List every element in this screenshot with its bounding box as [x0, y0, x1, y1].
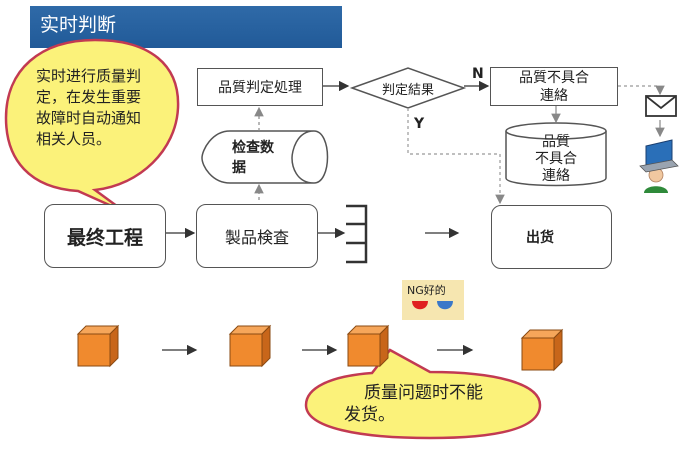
product-cube-3: [346, 324, 390, 368]
nonconformity-notice-box: 品質不具合 連絡: [490, 67, 618, 106]
shipment-box: 出货: [491, 205, 612, 269]
callout-bottom-text: 质量问题时不能 发货。: [344, 383, 483, 425]
ng-legend-box: [402, 280, 464, 320]
nonconformity-db-label: 品質 不具合 連絡: [535, 134, 577, 184]
email-icon: [645, 95, 677, 117]
judgment-process-box: 品質判定処理: [197, 68, 323, 106]
product-cube-4: [520, 328, 564, 372]
nonconformity-db-cylinder: [505, 122, 607, 187]
ng-red-dot: [412, 301, 428, 310]
product-inspection-box: 製品検査: [196, 204, 318, 268]
product-cube-2: [228, 324, 272, 368]
product-cube-1: [76, 324, 120, 368]
ok-blue-dot: [437, 301, 453, 310]
decision-diamond: [349, 67, 467, 109]
ng-legend-label: NG好的: [407, 284, 446, 297]
callout-bubble-top: [4, 38, 180, 214]
decision-no-label: N: [472, 66, 484, 82]
queue-bracket: [346, 204, 368, 264]
callout-bubble-bottom: [304, 348, 542, 440]
decision-yes-label: Y: [414, 116, 425, 132]
final-process-box: 最终工程: [44, 204, 166, 268]
inspection-data-label: 检查数 据: [232, 140, 274, 176]
person-laptop-icon: [639, 139, 679, 193]
decision-label: 判定結果: [381, 83, 434, 98]
callout-top-text: 实时进行质量判 定，在发生重要 故障时自动通知 相关人员。: [36, 67, 142, 148]
